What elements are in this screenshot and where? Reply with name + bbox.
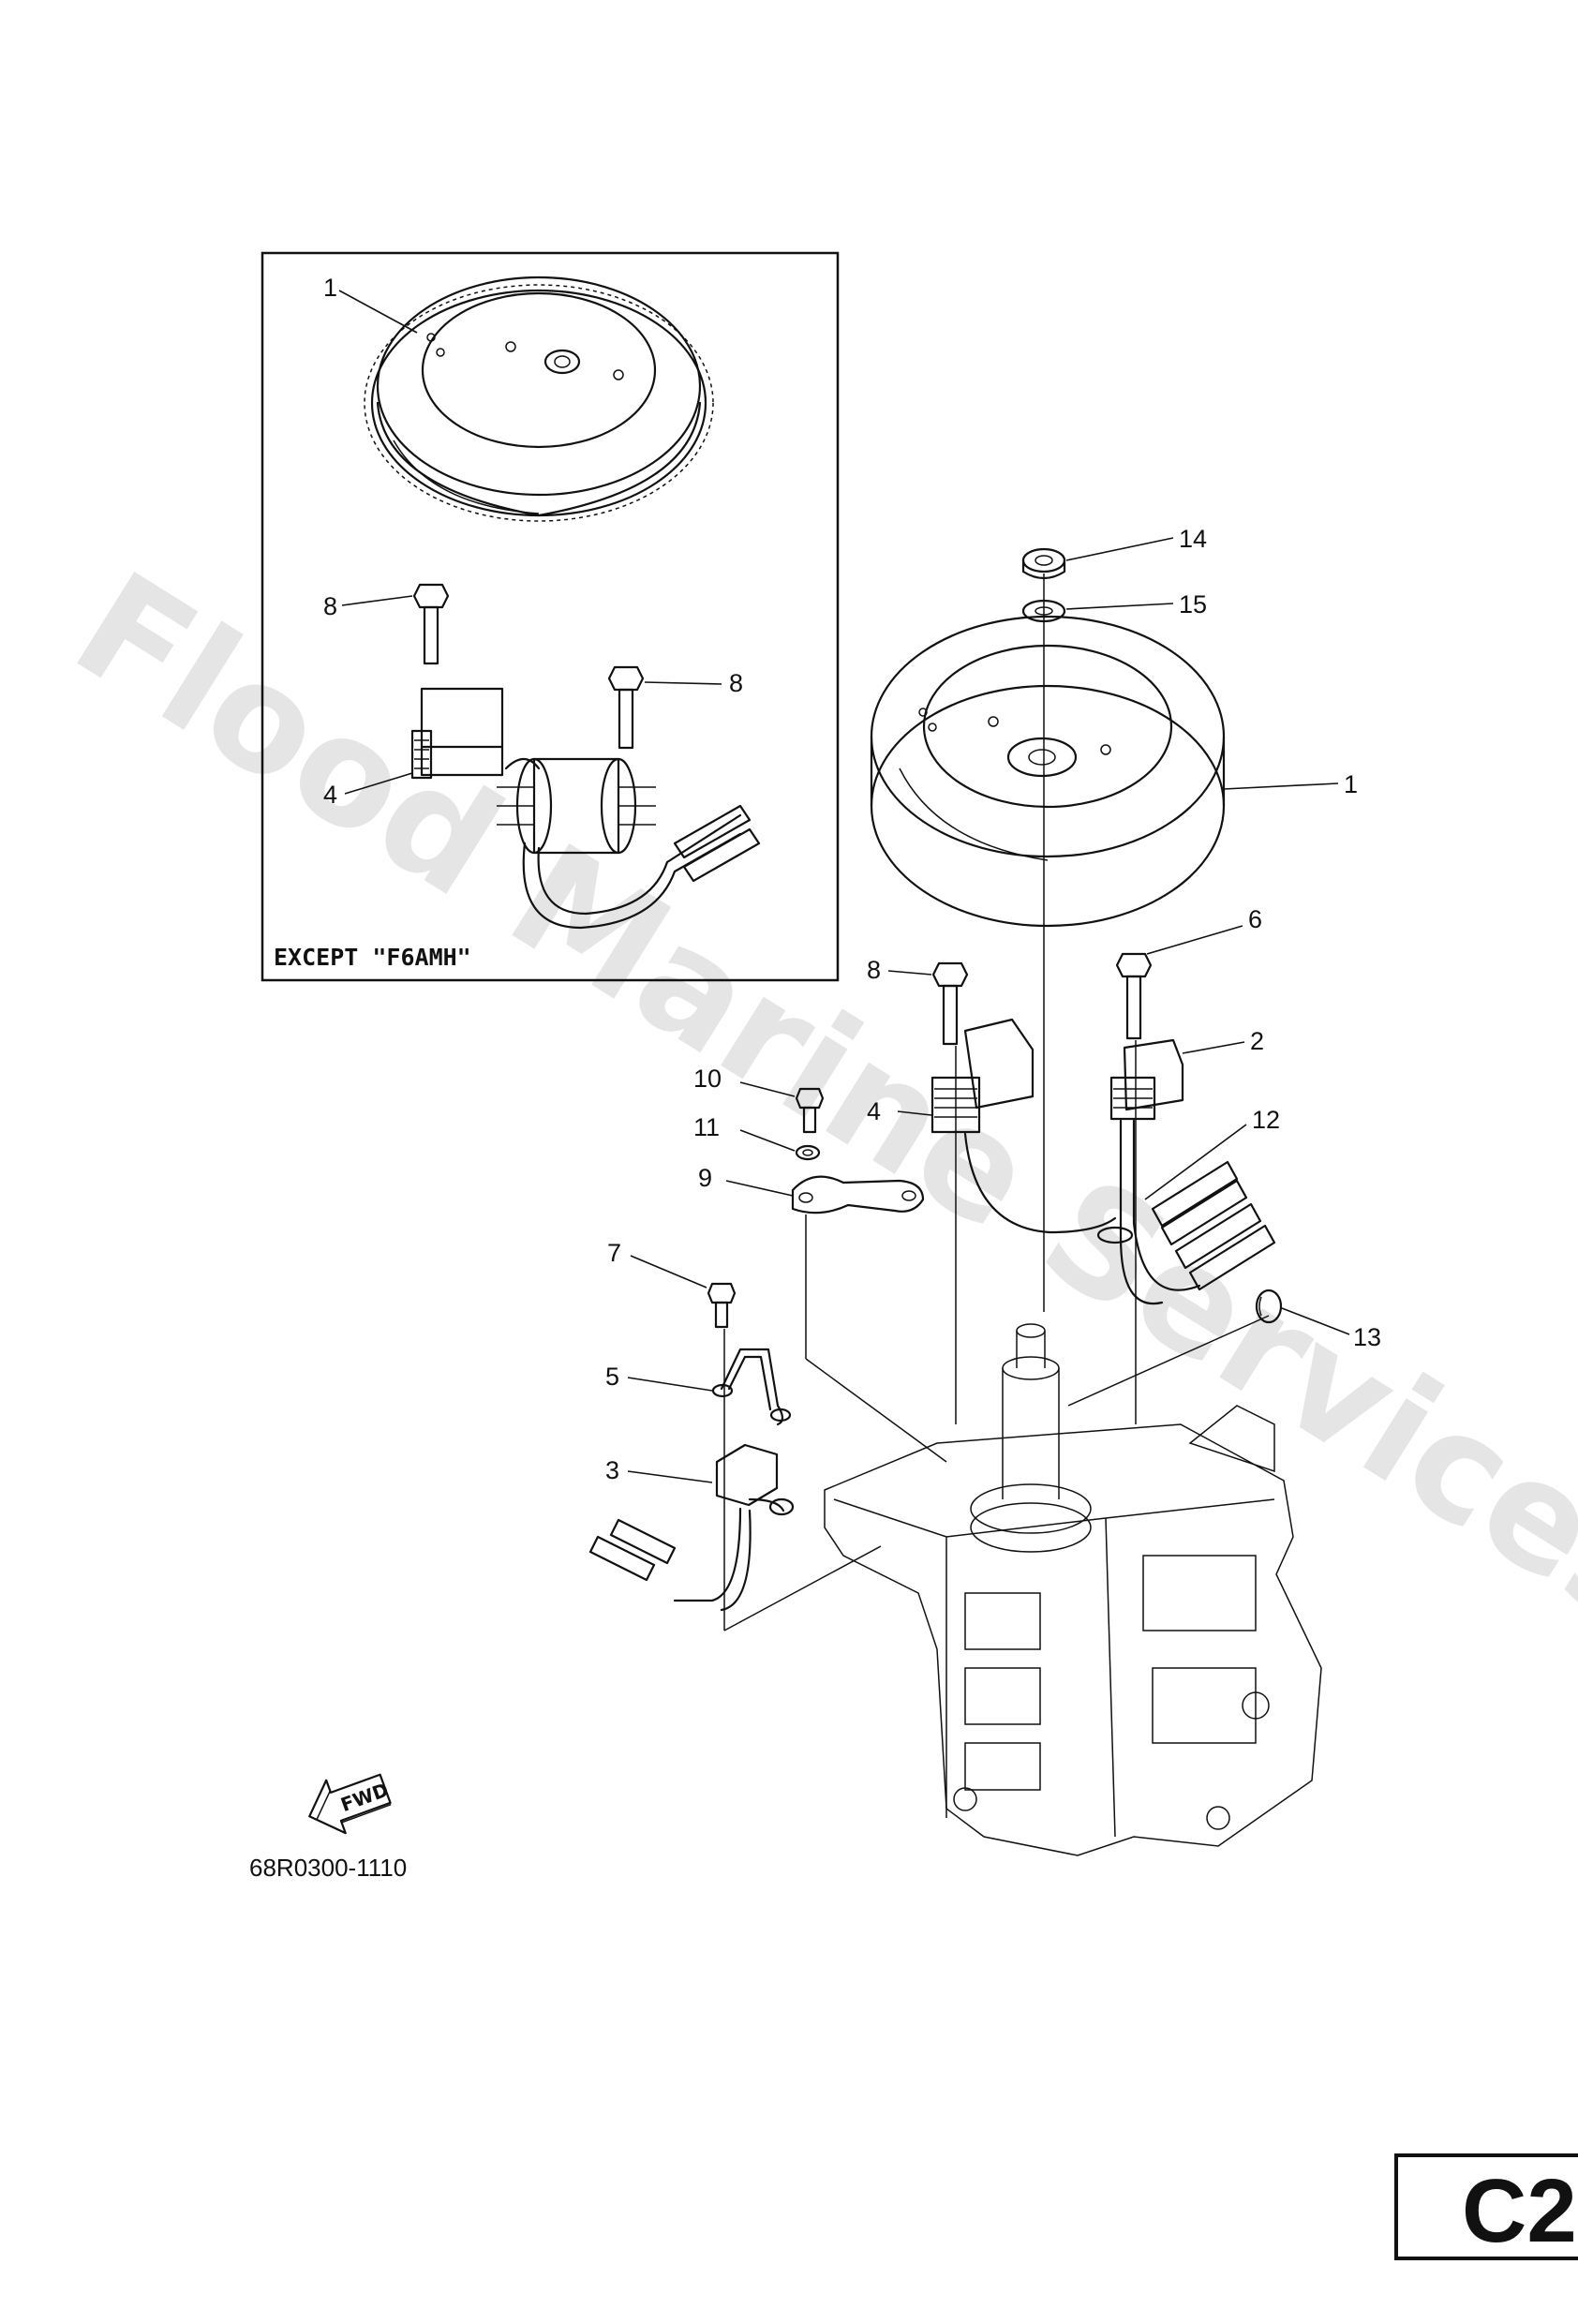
callout-inset-4: 4 [323, 781, 337, 809]
bolt-part-8 [931, 961, 969, 1046]
callout-1: 1 [1344, 770, 1358, 798]
bolt-part-7 [707, 1282, 737, 1329]
callout-8: 8 [867, 956, 881, 984]
clamp-part-9 [791, 1175, 925, 1214]
callout-inset-8b: 8 [729, 669, 743, 697]
plug-part-13 [1255, 1289, 1283, 1324]
fwd-arrow-icon: FWD [308, 1773, 392, 1835]
callout-9: 9 [698, 1164, 712, 1192]
callout-10: 10 [693, 1065, 722, 1093]
fwd-label: FWD [337, 1779, 391, 1816]
callout-13: 13 [1353, 1323, 1381, 1351]
callout-4: 4 [867, 1097, 881, 1125]
page-tab-label: C2 [1462, 2161, 1577, 2261]
engine-block-drawing [824, 1323, 1322, 1856]
callout-15: 15 [1179, 590, 1207, 618]
lead-wires-part-12 [1096, 1119, 1276, 1305]
watermark-text: Flood Marine Services [47, 540, 1578, 1663]
bolt-part-10 [795, 1087, 825, 1134]
reference-lines [723, 1040, 1270, 1631]
page-tab: C2 [1394, 2153, 1578, 2261]
inset-flywheel-drawing [364, 276, 714, 522]
inset-lighting-coil [497, 757, 761, 930]
callout-3: 3 [605, 1456, 619, 1484]
pulser-coil-part-2 [1109, 1038, 1184, 1121]
callout-6: 6 [1248, 905, 1262, 933]
callout-7: 7 [607, 1239, 621, 1267]
inset-charge-coil [410, 687, 541, 780]
diagram-code: 68R0300-1110 [249, 1854, 407, 1882]
callout-inset-8a: 8 [323, 592, 337, 620]
inset-bolt-right [607, 665, 645, 750]
bracket-part-5 [711, 1348, 792, 1426]
inset-label: EXCEPT "F6AMH" [274, 944, 471, 971]
washer-part-11 [795, 1144, 821, 1161]
callout-2: 2 [1250, 1027, 1264, 1055]
callout-inset-1: 1 [323, 274, 337, 302]
callout-12: 12 [1252, 1106, 1280, 1134]
inset-frame [261, 251, 840, 982]
watermark: Flood Marine Services [47, 540, 1578, 1663]
inset-bolt-left [412, 583, 450, 665]
inset-panel: 1 8 8 4 [261, 251, 840, 982]
bolt-part-6 [1115, 952, 1153, 1040]
callout-11: 11 [693, 1113, 720, 1141]
callout-5: 5 [605, 1363, 619, 1391]
sensor-part-3 [588, 1443, 795, 1612]
flywheel-drawing [870, 615, 1226, 928]
callout-14: 14 [1179, 525, 1207, 553]
